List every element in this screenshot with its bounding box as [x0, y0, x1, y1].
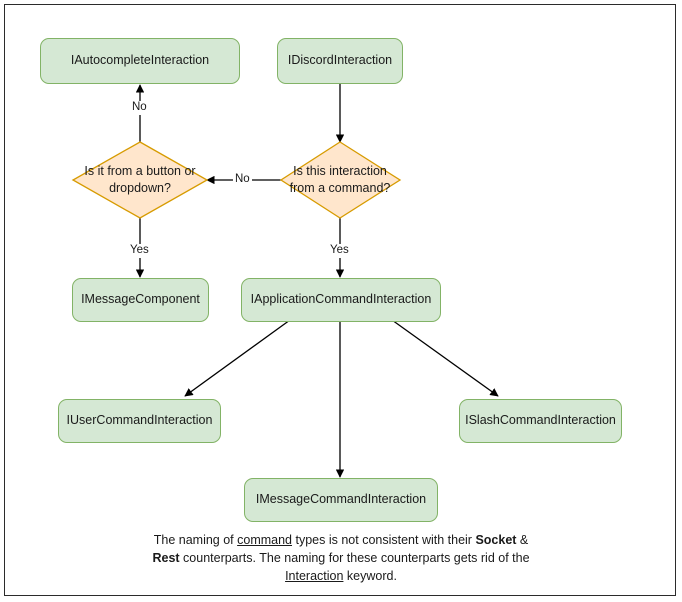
node-label: IDiscordInteraction [287, 53, 393, 68]
footer-underline-interaction: Interaction [285, 569, 344, 584]
node-label: IAutocompleteInteraction [70, 53, 210, 68]
footer-text-part5: keyword. [343, 569, 397, 584]
node-autocomplete-interaction[interactable]: IAutocompleteInteraction [40, 38, 240, 84]
edge-label-no-button-dropdown: No [233, 173, 252, 187]
edge-application-to-user-command [184, 319, 291, 397]
node-label: IUserCommandInteraction [66, 413, 213, 428]
node-label: IMessageComponent [81, 292, 200, 307]
decision-from-command-shape[interactable] [279, 141, 402, 219]
node-user-command-interaction[interactable]: IUserCommandInteraction [58, 399, 221, 443]
footer-underline-command: command [237, 533, 293, 547]
footer-text-part2: types is not consistent with their [292, 533, 476, 547]
node-message-command-interaction[interactable]: IMessageCommandInteraction [244, 478, 438, 522]
footer-bold-socket: Socket [475, 533, 517, 547]
node-label: IMessageCommandInteraction [255, 492, 427, 507]
node-application-command-interaction[interactable]: IApplicationCommandInteraction [241, 278, 441, 322]
footer-text-part3: & [516, 533, 529, 547]
node-label: IApplicationCommandInteraction [250, 292, 432, 307]
node-message-component[interactable]: IMessageComponent [72, 278, 209, 322]
edge-label-no-autocomplete: No [130, 101, 149, 115]
decision-button-or-dropdown-shape[interactable] [71, 141, 209, 219]
footer-text-part1: The naming of [153, 533, 238, 547]
edge-application-to-slash-command [391, 319, 499, 397]
footer-note: The naming of command types is not consi… [141, 531, 541, 585]
node-slash-command-interaction[interactable]: ISlashCommandInteraction [459, 399, 622, 443]
edge-label-yes-application-command: Yes [328, 244, 351, 258]
node-discord-interaction[interactable]: IDiscordInteraction [277, 38, 403, 84]
footer-bold-rest: Rest [152, 551, 180, 566]
edge-label-yes-message-component: Yes [128, 244, 151, 258]
footer-text-part4: counterparts. The naming for these count… [179, 551, 530, 566]
node-label: ISlashCommandInteraction [465, 413, 616, 428]
